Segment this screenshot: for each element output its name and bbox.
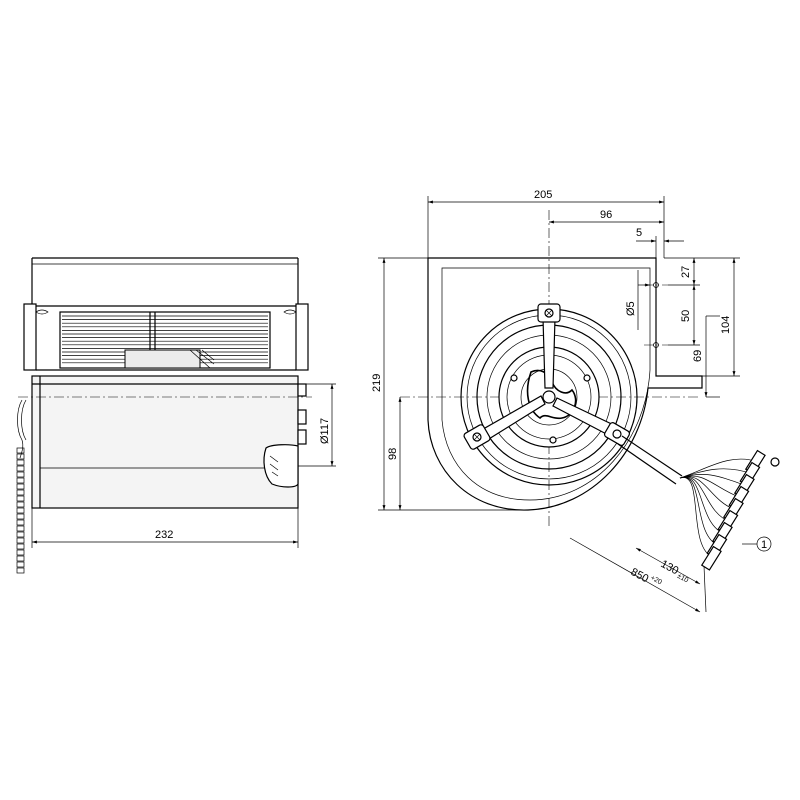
cable-link [16, 501, 25, 508]
wire [679, 476, 726, 535]
cable-link [16, 465, 25, 472]
wire-connector [700, 545, 722, 571]
dim-label-69: 69 [692, 350, 704, 362]
dim-label-205: 205 [534, 189, 552, 201]
dim-label-96: 96 [600, 209, 612, 221]
scroll-housing-body [31, 375, 299, 509]
dim-label-hole: Ø5 [625, 301, 637, 316]
cable-link [16, 471, 25, 478]
dim-label-117: Ø117 [319, 418, 331, 444]
cable-link [16, 555, 25, 562]
wire [679, 476, 731, 523]
wire [679, 477, 715, 559]
dim-label-98: 98 [387, 448, 399, 460]
impeller-blades [62, 312, 268, 368]
cable-link [16, 561, 25, 568]
wire [679, 476, 737, 511]
side-view: 232 Ø117 [16, 257, 336, 574]
cable-link [16, 519, 25, 526]
cable-link [16, 549, 25, 556]
cable-link [16, 489, 25, 496]
dim-label-5: 5 [636, 227, 642, 239]
wire-bundle [679, 449, 780, 571]
support-arm-top [542, 317, 556, 389]
front-view: 205 96 5 27 Ø5 50 104 69 219 [371, 189, 780, 613]
cable-link [16, 507, 25, 514]
cable-link [16, 477, 25, 484]
lead-wire [17, 399, 27, 459]
cable-link [16, 483, 25, 490]
cable-link [16, 567, 25, 574]
cable-link [16, 531, 25, 538]
dim-label-850: 850 [629, 566, 651, 585]
callout-label: 1 [761, 539, 767, 551]
housing-top-outline [31, 257, 299, 308]
dim-label-130-tol: ±10 [676, 573, 690, 585]
shaft [542, 390, 556, 404]
dim-line-130 [635, 547, 701, 585]
cable-link [16, 537, 25, 544]
cable-jacket [617, 435, 683, 485]
dim-label-850-tol: +20 [649, 575, 663, 587]
motor-hub [124, 349, 201, 369]
right-flange [295, 303, 309, 371]
inlet-bellmouth [263, 444, 299, 488]
dim-label-232: 232 [155, 529, 173, 541]
mount-bracket-top [537, 303, 561, 323]
cable-link [16, 495, 25, 502]
cable-link [16, 447, 25, 454]
dim-label-130-group: 130 ±10 [659, 558, 690, 585]
cable-link [16, 513, 25, 520]
dim-label-104: 104 [720, 316, 732, 334]
dim-label-50: 50 [680, 310, 692, 322]
cable-link [16, 459, 25, 466]
ring-terminal [770, 457, 780, 467]
cable-link [16, 453, 25, 460]
cable-link [16, 525, 25, 532]
dim-line-850 [569, 537, 701, 613]
dim-label-219: 219 [371, 374, 383, 392]
left-flange [23, 303, 37, 371]
wire [679, 477, 720, 547]
dim-label-27: 27 [680, 266, 692, 278]
mount-bracket-left [463, 424, 491, 450]
cable-harness [16, 447, 25, 574]
cable-link [16, 543, 25, 550]
